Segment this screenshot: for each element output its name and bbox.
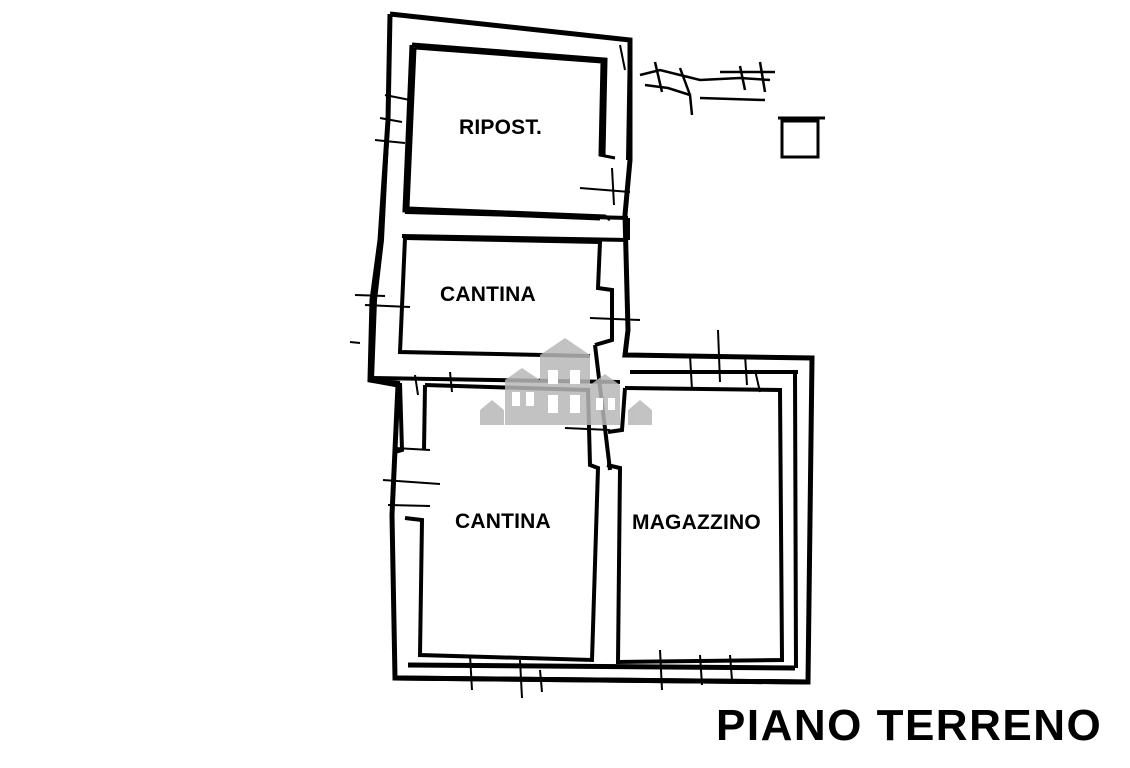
room-label-magazzino: MAGAZZINO xyxy=(632,511,761,534)
wall-tick-marks xyxy=(349,44,761,699)
bottom-outer-wall xyxy=(394,662,809,685)
room-label-ripost: RIPOST. xyxy=(459,116,543,139)
left-block-walls xyxy=(369,13,632,385)
room-label-cantina-top: CANTINA xyxy=(440,283,536,306)
house-logo-windows xyxy=(512,370,615,413)
outer-walls xyxy=(367,11,815,685)
right-outer-wall xyxy=(630,370,798,669)
room-label-cantina-bottom: CANTINA xyxy=(455,510,551,533)
cantina-top-room-walls xyxy=(397,236,614,358)
stairs-sketch xyxy=(639,61,775,116)
small-column xyxy=(778,116,825,159)
floor-plan-title: PIANO TERRENO xyxy=(716,701,1103,750)
